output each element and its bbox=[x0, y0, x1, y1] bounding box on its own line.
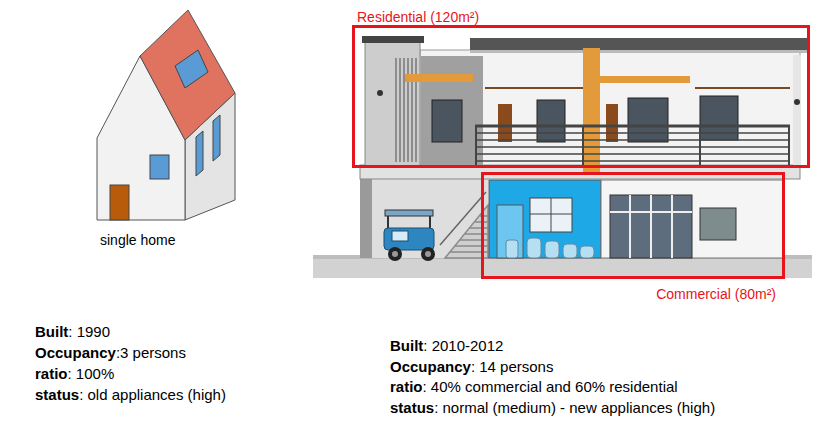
info-line: Occupancy:3 persons bbox=[35, 344, 186, 362]
field-name: ratio bbox=[35, 365, 68, 382]
field-name: status bbox=[390, 399, 434, 416]
house-door bbox=[110, 185, 129, 220]
road bbox=[313, 258, 812, 278]
tower-cap bbox=[362, 36, 424, 43]
side-window bbox=[196, 131, 203, 176]
field-value: : 2010-2012 bbox=[423, 337, 503, 354]
info-line: ratio: 100% bbox=[35, 365, 114, 383]
roof-window bbox=[175, 50, 208, 88]
info-line: status: old appliances (high) bbox=[35, 386, 226, 404]
upper-wall bbox=[420, 50, 800, 165]
region-box: Residential (120m²) bbox=[352, 25, 810, 168]
glass-doors bbox=[610, 195, 692, 258]
field-value: : 100% bbox=[68, 365, 115, 382]
info-line: ratio: 40% commercial and 60% residentia… bbox=[390, 378, 678, 396]
shop-front bbox=[489, 180, 601, 258]
shop-window bbox=[530, 198, 572, 232]
water-jugs bbox=[506, 238, 594, 258]
slats bbox=[396, 58, 416, 162]
shop-door bbox=[497, 205, 523, 258]
region-label: Commercial (80m²) bbox=[656, 286, 776, 303]
tricycle bbox=[384, 210, 435, 261]
roof-overhang bbox=[470, 38, 808, 50]
front-window bbox=[150, 155, 169, 179]
house-roof bbox=[140, 10, 235, 140]
field-value: : 40% commercial and 60% residential bbox=[423, 378, 678, 395]
side-window bbox=[213, 115, 220, 161]
info-line: status: normal (medium) - new appliances… bbox=[390, 399, 715, 417]
house-icon bbox=[97, 10, 235, 220]
gray-panel bbox=[421, 56, 483, 165]
roof-edge bbox=[470, 50, 808, 53]
field-name: ratio bbox=[390, 378, 423, 395]
info-line: single home bbox=[100, 231, 176, 249]
building-illustration bbox=[313, 36, 812, 278]
field-value: : 14 persons bbox=[471, 358, 554, 375]
info-line: Built: 2010-2012 bbox=[390, 337, 503, 355]
field-value: :3 persons bbox=[116, 344, 186, 361]
commercial-wall bbox=[601, 180, 783, 258]
field-name: Occupancy bbox=[35, 344, 116, 361]
window bbox=[700, 208, 736, 240]
side-wall bbox=[793, 55, 801, 165]
lamp bbox=[377, 90, 383, 96]
windows bbox=[432, 96, 738, 142]
field-value: : 1990 bbox=[68, 323, 110, 340]
region-box: Commercial (80m²) bbox=[481, 172, 785, 279]
awning bbox=[405, 74, 473, 82]
field-name: Built bbox=[390, 337, 423, 354]
orange-column bbox=[583, 48, 600, 175]
door bbox=[498, 104, 512, 142]
field-value: single home bbox=[100, 232, 176, 248]
left-tower bbox=[365, 40, 420, 167]
info-line: Built: 1990 bbox=[35, 323, 110, 341]
awning bbox=[600, 76, 690, 83]
field-value: : old appliances (high) bbox=[79, 386, 226, 403]
balcony-railing bbox=[475, 126, 790, 165]
door bbox=[606, 104, 618, 142]
field-name: Built bbox=[35, 323, 68, 340]
lamp bbox=[794, 99, 800, 105]
pergola bbox=[485, 87, 790, 89]
column bbox=[360, 178, 372, 258]
info-line: Occupancy: 14 persons bbox=[390, 358, 553, 376]
carport-wall bbox=[360, 178, 488, 258]
field-value: : normal (medium) - new appliances (high… bbox=[434, 399, 715, 416]
field-name: status bbox=[35, 386, 79, 403]
field-name: Occupancy bbox=[390, 358, 471, 375]
region-label: Residential (120m²) bbox=[357, 9, 479, 26]
